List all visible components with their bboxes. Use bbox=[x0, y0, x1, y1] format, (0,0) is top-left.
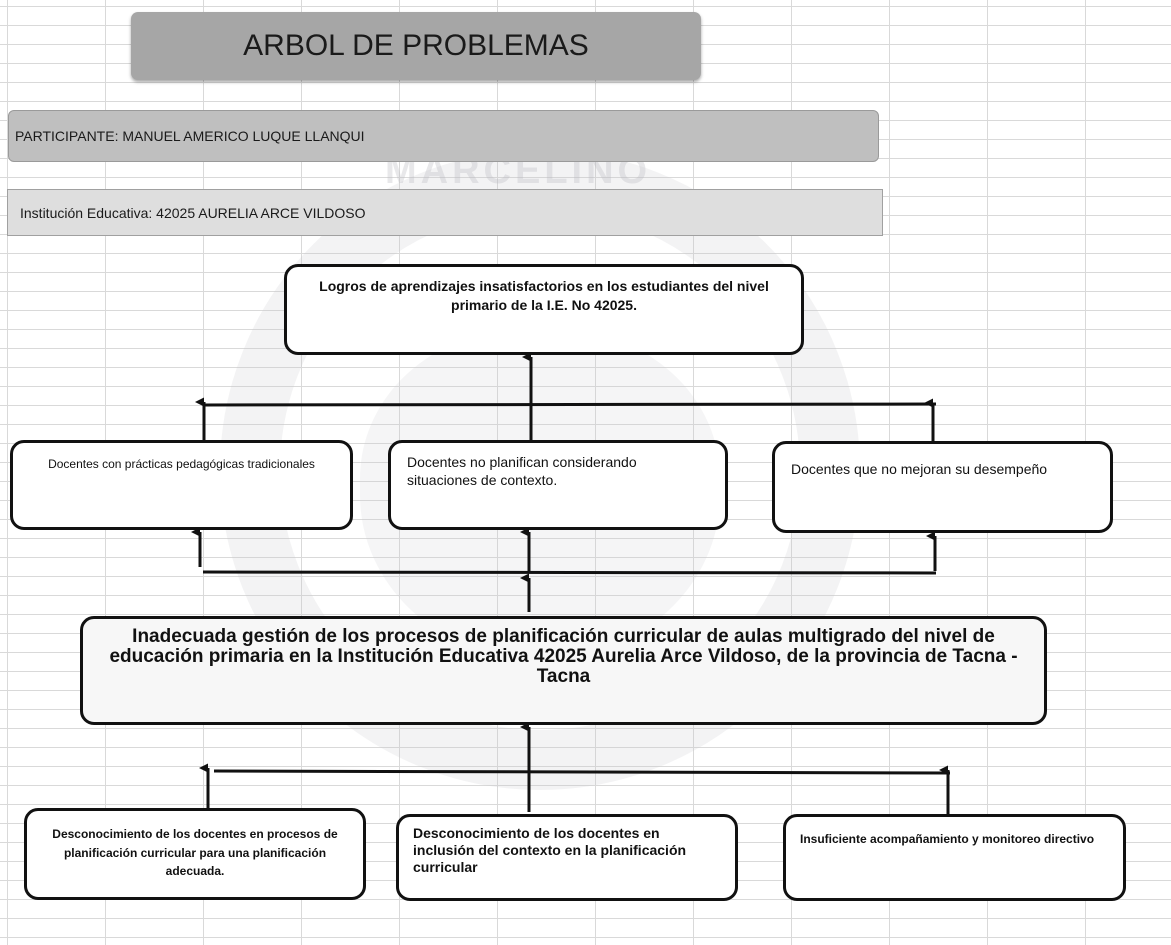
central-problem-box: Inadecuada gestión de los procesos de pl… bbox=[80, 616, 1047, 725]
cause-text-1: Desconocimiento de los docentes en proce… bbox=[52, 827, 338, 879]
cause-text-3: Insuficiente acompañamiento y monitoreo … bbox=[800, 832, 1095, 846]
institution-label: Institución Educativa: 42025 AURELIA ARC… bbox=[7, 189, 883, 236]
effect-box: Logros de aprendizajes insatisfactorios … bbox=[284, 264, 804, 355]
cause-box-3: Insuficiente acompañamiento y monitoreo … bbox=[783, 814, 1126, 901]
intermediate-text-2: Docentes no planifican considerando situ… bbox=[407, 454, 637, 489]
cause-box-1: Desconocimiento de los docentes en proce… bbox=[24, 808, 366, 900]
central-problem-text: Inadecuada gestión de los procesos de pl… bbox=[109, 626, 1018, 687]
effect-text: Logros de aprendizajes insatisfactorios … bbox=[319, 278, 769, 313]
intermediate-box-1: Docentes con prácticas pedagógicas tradi… bbox=[10, 440, 353, 530]
cause-box-2: Desconocimiento de los docentes en inclu… bbox=[396, 814, 738, 901]
intermediate-text-1: Docentes con prácticas pedagógicas tradi… bbox=[48, 457, 315, 471]
diagram-title: ARBOL DE PROBLEMAS bbox=[131, 12, 701, 80]
intermediate-box-3: Docentes que no mejoran su desempeño bbox=[772, 441, 1113, 533]
connector-middle-bar bbox=[202, 570, 937, 575]
participant-label: PARTICIPANTE: MANUEL AMERICO LUQUE LLANQ… bbox=[8, 110, 879, 162]
connector-bottom-bar bbox=[213, 769, 951, 775]
connector-top-bar bbox=[202, 402, 937, 407]
intermediate-box-2: Docentes no planifican considerando situ… bbox=[388, 440, 728, 530]
intermediate-text-3: Docentes que no mejoran su desempeño bbox=[791, 461, 1048, 477]
cause-text-2: Desconocimiento de los docentes en inclu… bbox=[413, 825, 687, 875]
